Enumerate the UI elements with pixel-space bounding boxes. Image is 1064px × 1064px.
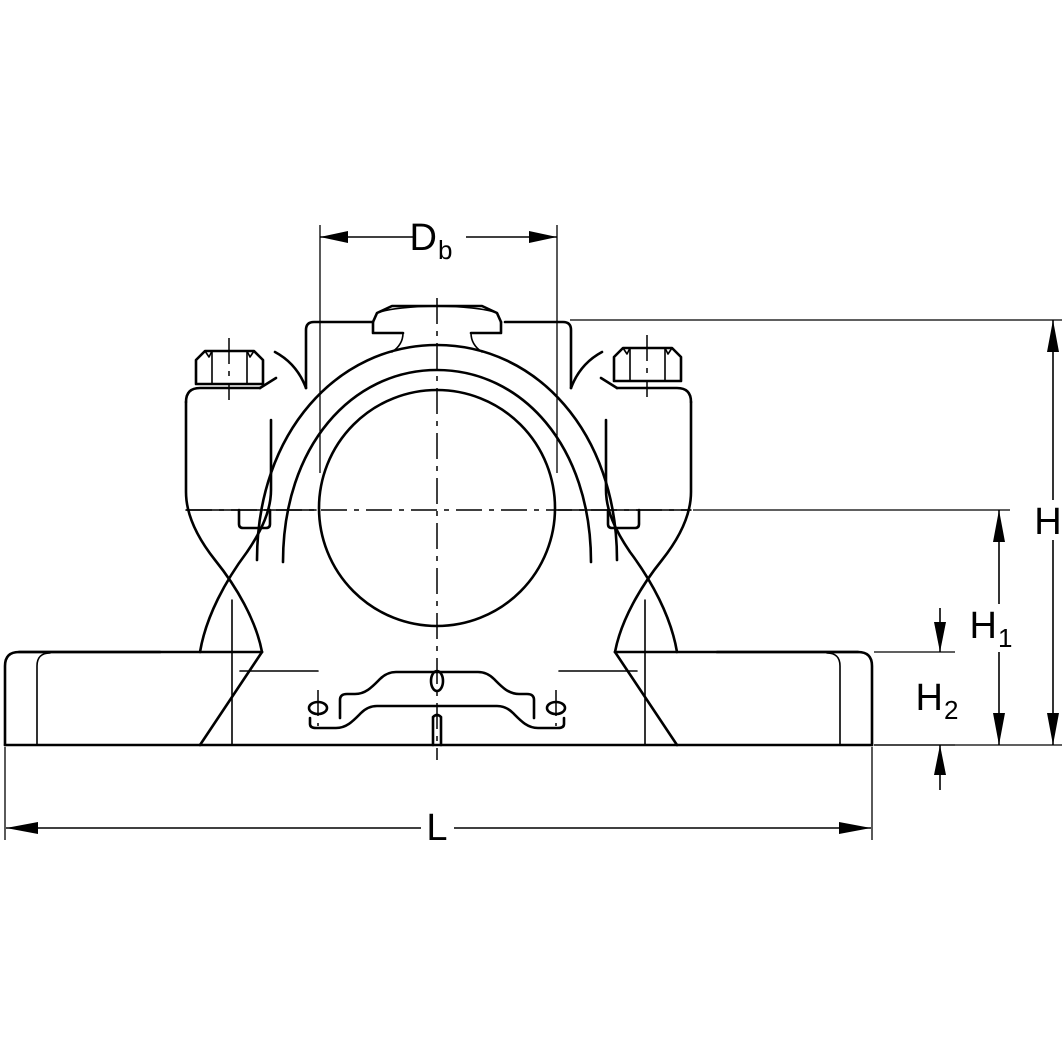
H2-arrowhead-top: [934, 622, 946, 652]
bolt-boss-shelf-left: [258, 376, 278, 390]
base-foot-outline-left: [3, 650, 162, 747]
gusset-line-left: [198, 650, 264, 747]
H-arrowhead-bottom: [1047, 713, 1059, 745]
dimension-L: L: [4, 747, 873, 849]
hex-nut-right: [612, 335, 683, 397]
base-step-line-right: [826, 652, 841, 746]
cap-shoulder-ledge-right: [569, 350, 604, 390]
L-arrowhead-right: [839, 822, 871, 834]
H2-arrowhead-bottom: [934, 745, 946, 775]
dimension-H1: H1: [693, 509, 1013, 745]
hex-nut-right-chamfer-vee-2: [664, 347, 673, 355]
cap-shoulder-ledge-left: [273, 350, 308, 390]
top-boss-base-left: [371, 320, 405, 335]
split-notch-right: [606, 508, 641, 530]
dimension-label-H: H: [1034, 501, 1061, 543]
pedestal-web-right-outer: [613, 400, 693, 654]
base-step-line-left: [36, 652, 51, 746]
top-boss-base-right: [469, 320, 503, 335]
dimension-label-Db: Db: [410, 217, 453, 265]
dimension-label-H1: H1: [970, 605, 1013, 653]
dimension-label-H2: H2: [916, 677, 959, 725]
pedestal-web-left-inner: [198, 418, 273, 654]
hex-nut-left-chamfer-vee-1: [204, 350, 213, 358]
hex-nut-left-chamfer-vee-2: [246, 350, 255, 358]
dimension-H2: H2: [874, 608, 958, 790]
hex-nut-right-chamfer-vee-1: [622, 347, 631, 355]
Db-arrowhead-right: [529, 231, 557, 243]
dimension-H: H: [570, 319, 1062, 746]
dimension-label-L: L: [426, 807, 447, 849]
H1-arrowhead-top: [993, 510, 1005, 542]
pedestal-web-left-outer: [184, 400, 264, 654]
cap-shoulder-left: [304, 320, 374, 390]
centerlines-group: [186, 298, 691, 760]
top-boss-seat-right: [470, 332, 483, 353]
H-arrowhead-top: [1047, 320, 1059, 352]
split-notch-left: [237, 508, 272, 530]
bolt-boss-shelf-right: [599, 376, 619, 390]
top-boss-seat-left: [391, 332, 404, 353]
cap-dome-inner-arc: [281, 368, 593, 564]
gusset-line-right: [613, 650, 679, 747]
dimension-Db: Db: [319, 217, 558, 473]
pedestal-web-right-inner: [604, 418, 679, 654]
base-foot-outline-right: [715, 650, 874, 747]
housing-right-wall: [615, 386, 693, 404]
H1-arrowhead-bottom: [993, 713, 1005, 745]
L-arrowhead-left: [6, 822, 38, 834]
cap-shoulder-right: [503, 320, 573, 390]
housing-body-group: [3, 304, 874, 747]
housing-left-wall: [184, 386, 262, 404]
hex-nut-left: [194, 338, 265, 400]
Db-arrowhead-left: [320, 231, 348, 243]
